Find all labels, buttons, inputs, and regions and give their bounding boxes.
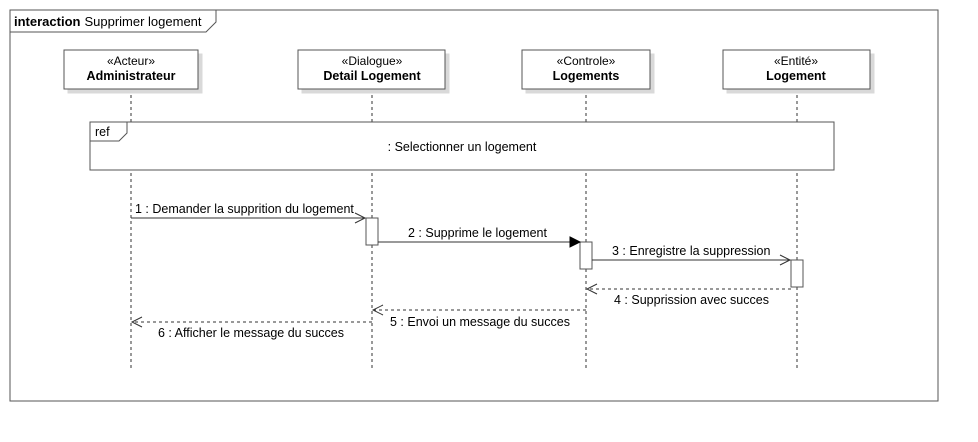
lifeline-stereotype-ent: «Entité»	[774, 54, 818, 68]
lifeline-name-detail: Detail Logement	[323, 69, 421, 83]
message-1-label: 1 : Demander la supprition du logement	[135, 202, 354, 216]
activation-bars	[365, 217, 804, 288]
ref-tab	[89, 121, 128, 142]
interaction-use-ref: ref : Selectionner un logement	[89, 121, 835, 171]
ref-label: : Selectionner un logement	[388, 140, 537, 154]
lifeline-stereotype-detail: «Dialogue»	[342, 54, 403, 68]
ref-box	[89, 121, 835, 171]
message-2: 2 : Supprime le logement	[378, 226, 582, 248]
message-5-arrowhead	[371, 304, 384, 316]
lifeline-name-admin: Administrateur	[87, 69, 176, 83]
frame-name: Supprimer logement	[84, 14, 201, 29]
lifeline-ent: «Entité» Logement	[722, 49, 871, 90]
lifeline-ctrl: «Controle» Logements	[521, 49, 651, 90]
lifeline-head-admin	[63, 49, 199, 90]
message-3: 3 : Enregistre la suppression	[592, 244, 792, 266]
message-3-arrowhead	[779, 254, 792, 266]
lifeline-head-ctrl	[521, 49, 651, 90]
lifeline-name-ent: Logement	[766, 69, 827, 83]
message-5-label: 5 : Envoi un message du succes	[390, 315, 570, 329]
lifeline-admin: «Acteur» Administrateur	[63, 49, 199, 90]
message-1: 1 : Demander la supprition du logement	[131, 202, 367, 224]
message-6-label: 6 : Afficher le message du succes	[158, 326, 344, 340]
ref-keyword: ref	[95, 125, 110, 139]
message-2-arrowhead	[569, 236, 582, 248]
lifeline-stereotype-admin: «Acteur»	[107, 54, 155, 68]
message-5: 5 : Envoi un message du succes	[371, 304, 586, 329]
activation-ctrl	[579, 241, 593, 270]
frame-tab	[9, 9, 217, 33]
message-4: 4 : Supprission avec succes	[585, 283, 791, 307]
message-1-arrowhead	[354, 212, 367, 224]
message-3-label: 3 : Enregistre la suppression	[612, 244, 770, 258]
lifeline-head-ent	[722, 49, 871, 90]
message-6: 6 : Afficher le message du succes	[130, 316, 372, 340]
activation-ent	[790, 259, 804, 288]
frame-keyword: interaction	[14, 14, 81, 29]
message-2-label: 2 : Supprime le logement	[408, 226, 547, 240]
lifeline-detail: «Dialogue» Detail Logement	[297, 49, 446, 90]
lifeline-stereotype-ctrl: «Controle»	[557, 54, 616, 68]
lifeline-name-ctrl: Logements	[553, 69, 620, 83]
message-4-label: 4 : Supprission avec succes	[614, 293, 769, 307]
message-4-arrowhead	[585, 283, 598, 295]
activation-detail	[365, 217, 379, 246]
lifeline-head-detail	[297, 49, 446, 90]
message-6-arrowhead	[130, 316, 143, 328]
